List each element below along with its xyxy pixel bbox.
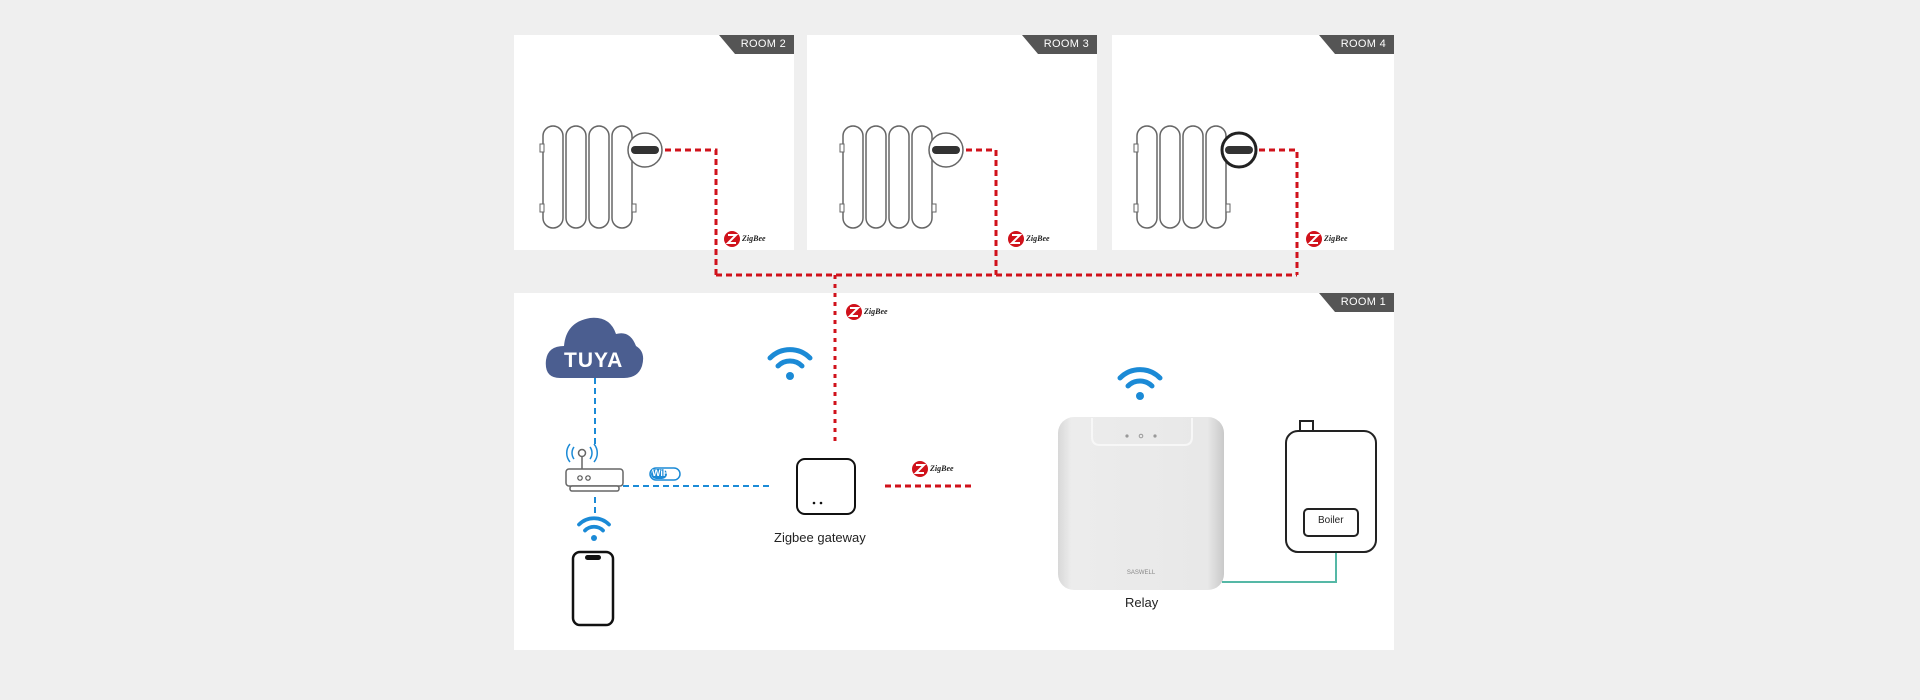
zigbee-logo-room-3 (1007, 230, 1025, 248)
smartphone-icon (571, 550, 615, 627)
relay-label: Relay (1125, 595, 1159, 610)
wifi-badge-label: WiFi (652, 468, 671, 478)
zigbee-logo-gateway (845, 303, 863, 321)
relay-brand-text: SASWELL (1127, 570, 1156, 576)
zigbee-text-relay: ZigBee (930, 464, 954, 473)
boiler-device (1285, 420, 1377, 553)
tuya-cloud-icon (545, 317, 644, 378)
zigbee-logo-relay (911, 460, 929, 478)
zigbee-links (665, 148, 1299, 488)
zigbee-gateway-label: Zigbee gateway (774, 530, 866, 545)
room-4-label: ROOM 4 (1340, 38, 1386, 50)
room-3-label: ROOM 3 (1043, 38, 1089, 50)
tuya-cloud-label: TUYA (564, 349, 624, 372)
wifi-badge (649, 467, 681, 481)
router-icon (565, 443, 624, 492)
wifi-symbol-phone (577, 516, 611, 543)
wifi-symbol-relay (1120, 370, 1160, 400)
trv-valve-room-4 (1220, 131, 1258, 169)
radiator-room-3 (839, 125, 937, 229)
radiator-room-4 (1133, 125, 1231, 229)
room-4-tag: ROOM 4 (1319, 35, 1394, 54)
zigbee-logo-room-4 (1305, 230, 1323, 248)
zigbee-text-room-4: ZigBee (1324, 234, 1348, 243)
zigbee-text-room-3: ZigBee (1026, 234, 1050, 243)
relay-device: SASWELL (1058, 417, 1224, 590)
room-3-tag: ROOM 3 (1022, 35, 1097, 54)
boiler-label: Boiler (1318, 515, 1344, 526)
relay-boiler-wire (1222, 553, 1337, 583)
trv-valve-room-3 (928, 132, 964, 168)
zigbee-logo-room-2 (723, 230, 741, 248)
room-2-label: ROOM 2 (740, 38, 786, 50)
wifi-symbol-gateway (770, 350, 810, 380)
wifi-links (594, 378, 770, 515)
zigbee-link-room-2 (665, 148, 718, 275)
zigbee-link-room-4 (1259, 148, 1299, 275)
room-1-label: ROOM 1 (1340, 296, 1386, 308)
zigbee-link-room-3 (966, 148, 998, 275)
zigbee-gateway-device (796, 458, 856, 515)
radiator-room-2 (539, 125, 637, 229)
zigbee-text-gateway: ZigBee (864, 307, 888, 316)
room-2-tag: ROOM 2 (719, 35, 794, 54)
trv-valve-room-2 (627, 132, 663, 168)
room-1-tag: ROOM 1 (1319, 293, 1394, 312)
zigbee-text-room-2: ZigBee (742, 234, 766, 243)
